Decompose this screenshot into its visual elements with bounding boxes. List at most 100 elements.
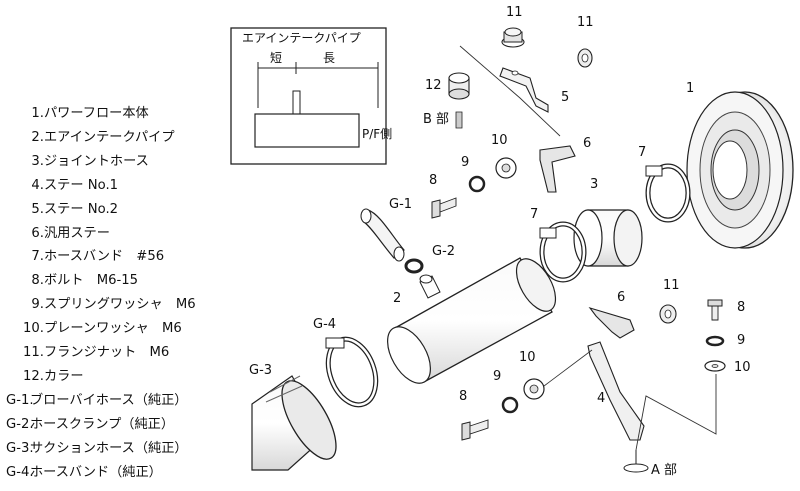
callout-1: 1 [686,81,694,96]
callout-9b: 9 [493,369,501,384]
blowby-hose-g1 [360,208,405,262]
air-intake-pipe [387,257,557,384]
stay-no2 [499,67,549,113]
callout-10b: 10 [519,350,536,365]
callout-8b: 8 [459,389,467,404]
legend-item: 7.ホースバンド #56 [6,249,164,265]
general-stay-6-upper [539,145,576,193]
legend-item: 8.ボルト M6-15 [6,273,138,289]
legend-item-name: 汎用ステー [44,225,110,241]
inset-long-label: 長 [323,51,335,65]
callout-7a: 7 [638,145,646,160]
legend-item-number: 10. [23,321,44,337]
legend-item-name: パワーフロー本体 [44,106,149,121]
spring-washer-9-right [705,335,725,347]
flange-nut-11-right [577,48,593,68]
legend-item: 11.フランジナット M6 [6,345,169,361]
bolt-8-upper [431,197,457,219]
inset-side-label: P/F側 [362,127,392,141]
legend-item-number: 8. [31,273,44,289]
legend-item-number: 9. [31,297,44,313]
hose-band-7-lower [539,221,587,283]
legend-item-number: 3. [31,153,44,169]
legend-item-number: 4. [31,177,44,193]
legend-item: 9.スプリングワッシャ M6 [6,297,196,313]
callout-6b: 6 [617,290,625,305]
leader-lower-washer [543,349,593,387]
part-a-label: A 部 [651,463,677,478]
callout-9a: 9 [461,155,469,170]
legend-item: 10.プレーンワッシャ M6 [6,321,182,337]
legend-item-name: サクションホース（純正） [30,440,188,456]
legend-item-number: G-3. [6,440,34,456]
hose-band-g4 [325,336,379,408]
callout-10a: 10 [491,133,508,148]
hose-clamp-g2 [404,258,424,274]
legend-item: G-3.サクションホース（純正） [6,441,188,457]
legend-item-name: ステー No.1 [44,177,119,193]
legend-item: G-2.ホースクランプ（純正） [6,417,174,433]
collar-12 [448,72,470,129]
legend-item-name: ステー No.2 [44,201,119,217]
callout-8c: 8 [737,300,745,315]
stay-no1 [587,341,645,441]
legend-item: 3.ジョイントホース [6,153,149,170]
legend-item-name: エアインテークパイプ [44,129,175,145]
legend-item: 12.カラー [6,369,84,385]
callout-3: 3 [590,177,598,192]
legend-item-name: カラー [44,368,84,384]
callout-12: 12 [425,78,442,93]
joint-hose [573,209,643,267]
callout-5: 5 [561,90,569,105]
power-flow-filter [686,91,794,249]
callout-4: 4 [597,391,605,406]
callout-g2: G-2 [432,244,455,259]
legend-item: G-4.ホースバンド（純正） [6,465,162,481]
leader-a-part [635,374,717,451]
callout-g3: G-3 [249,363,272,378]
legend-item-number: G-2. [6,416,34,432]
legend-item-name: ホースクランプ（純正） [30,416,175,432]
callout-g4: G-4 [313,317,336,332]
legend-item-number: G-4. [6,464,34,480]
callout-11a: 11 [506,5,523,20]
callout-9c: 9 [737,333,745,348]
legend-item-number: 2. [31,129,44,145]
legend-item: 5.ステー No.2 [6,202,118,218]
legend-item-number: 1. [31,106,44,121]
legend-item-name: フランジナット M6 [44,345,170,360]
legend-item: 6.汎用ステー [6,226,110,242]
legend-item: 1.パワーフロー本体 [6,106,149,122]
part-b-label: B 部 [423,112,449,127]
legend-item-number: 6. [31,225,44,241]
legend-item-name: ホースバンド（純正） [30,464,162,480]
hose-band-7-upper [645,163,691,223]
callout-6a: 6 [583,136,591,151]
inset-title: エアインテークパイプ [242,31,361,45]
legend-item-name: スプリングワッシャ M6 [44,297,196,313]
legend-item-number: 5. [31,201,44,217]
inset-box: エアインテークパイプ 短 長 P/F側 [230,27,392,165]
legend-item: 4.ステー No.1 [6,178,118,194]
legend-item: 2.エアインテークパイプ [6,129,175,146]
callout-2: 2 [393,291,401,306]
callout-11b: 11 [577,15,594,30]
callout-10c: 10 [734,360,751,375]
legend-item-name: ボルト M6-15 [44,273,139,289]
legend-item-name: ジョイントホース [44,153,149,169]
legend-item-name: ホースバンド #56 [44,249,165,265]
legend-item: G-1.ブローバイホース（純正） [6,393,187,409]
spring-washer-9-lower [501,396,519,414]
callout-7b: 7 [530,207,538,222]
callout-8a: 8 [429,173,437,188]
plain-washer-10-upper [495,157,517,179]
flange-nut-11-top [501,27,525,48]
legend-item-number: G-1. [6,392,34,408]
flange-nut-11-lower [659,304,677,324]
suction-hose-g3 [251,375,337,471]
leader-b-part [459,45,561,137]
bolt-8-right [707,299,723,321]
callout-g1: G-1 [389,197,412,212]
legend-item-number: 12. [23,368,44,384]
